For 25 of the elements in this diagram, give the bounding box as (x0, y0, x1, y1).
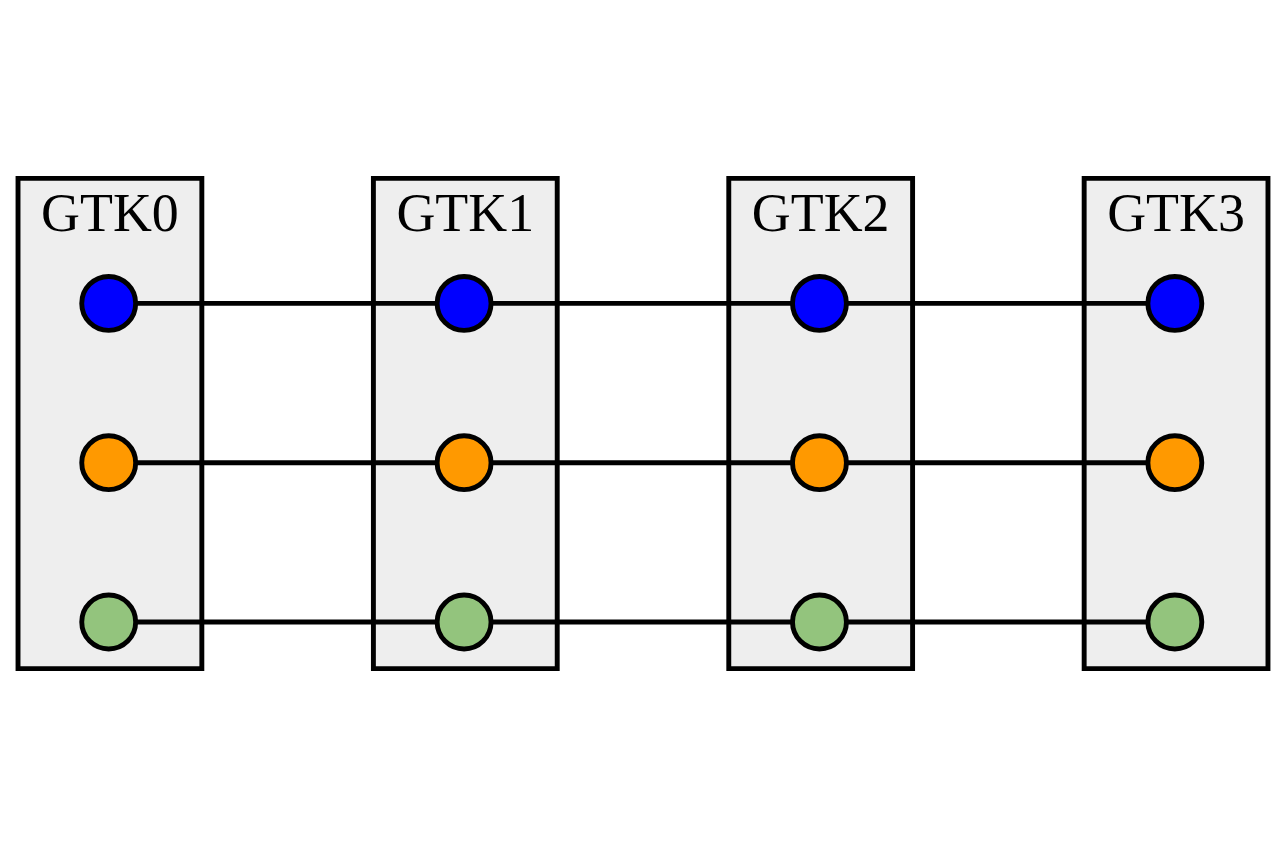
node-circle (1145, 592, 1205, 651)
node-circle (434, 273, 494, 333)
connector (491, 619, 793, 624)
cluster: GTK1 (370, 175, 560, 671)
connector (136, 459, 437, 465)
cluster: GTK2 (726, 175, 916, 671)
cluster: GTK0 (15, 175, 205, 671)
node-circle (790, 592, 849, 651)
node-circle (79, 432, 139, 492)
connector (136, 300, 437, 306)
node-circle (1145, 432, 1205, 492)
node-circle (79, 273, 139, 333)
connector (847, 300, 1148, 306)
node-circle (790, 432, 849, 492)
connector (491, 459, 793, 465)
node-circle (79, 592, 139, 651)
connector (491, 300, 793, 306)
cluster: GTK3 (1081, 175, 1271, 671)
connector (847, 459, 1148, 465)
connector (847, 619, 1148, 624)
node-circle (1145, 273, 1205, 333)
connector (136, 619, 437, 624)
node-circle (790, 273, 849, 333)
node-circle (434, 432, 494, 492)
node-circle (434, 592, 494, 651)
